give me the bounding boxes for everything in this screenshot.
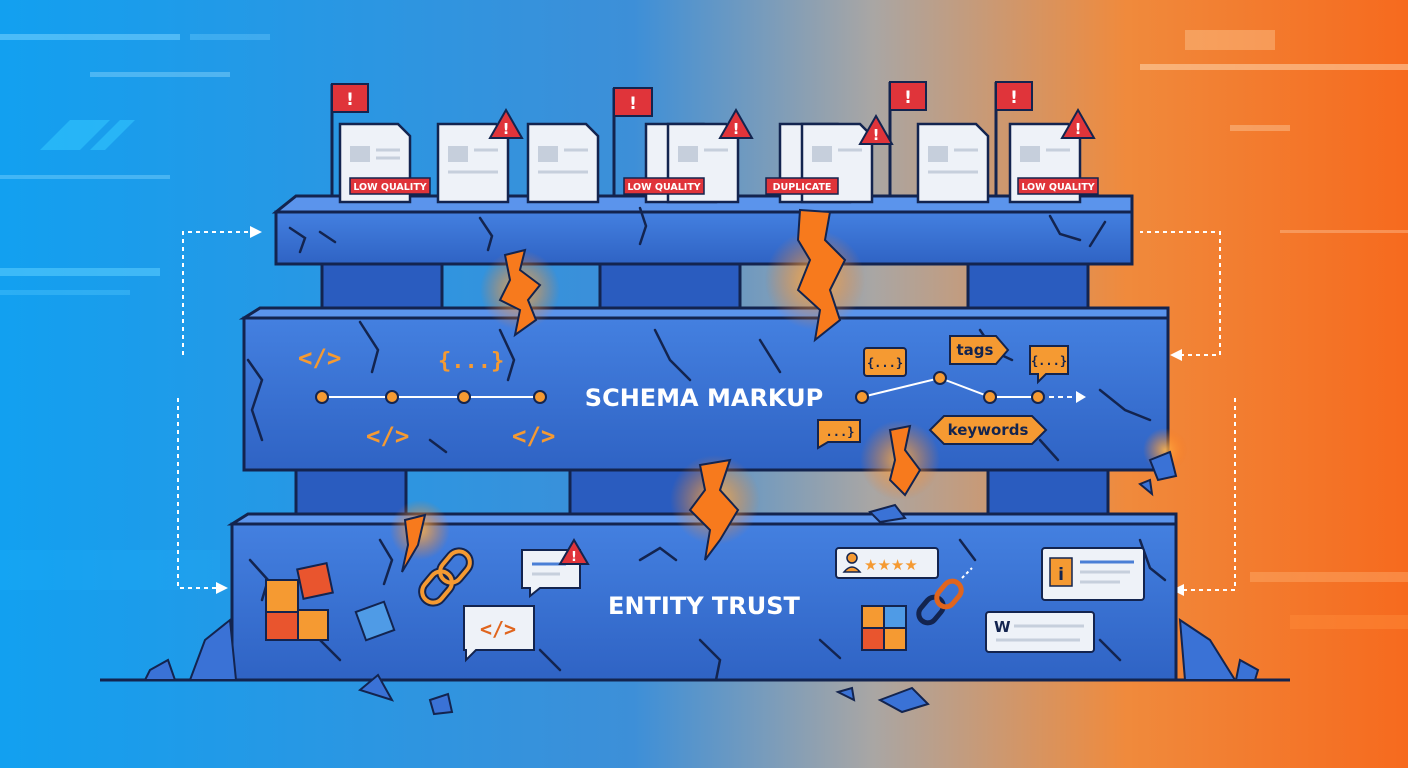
chain-link-icon [420,549,472,605]
feedback-arrows [177,231,1236,591]
low-quality-label: LOW QUALITY [353,182,426,193]
puzzle-icon [265,562,334,641]
svg-text:!: ! [1075,120,1082,138]
user-icon [842,552,862,573]
svg-text:keywords: keywords [948,421,1029,439]
puzzle-icon [861,605,907,651]
debris [143,450,1260,716]
svg-text:{...}: {...} [1031,354,1067,368]
svg-text:!: ! [873,126,880,144]
warning-icon: ! [718,107,754,139]
code-token: </> [298,344,341,372]
document-stack [338,122,1082,204]
svg-text:!: ! [629,94,637,114]
warning-triangles: ! ! ! ! [488,107,1096,145]
puzzle-icon [354,600,396,642]
arrow-heads [216,226,1184,596]
schema-markup-label: SCHEMA MARKUP [585,384,823,412]
json-token: {...} [438,349,504,374]
low-quality-label: LOW QUALITY [627,182,700,193]
warning-flags: ! ! ! ! [330,81,1033,196]
schema-bubbles: {...} tags {...} ...} keywords [817,335,1069,450]
warning-icon: ! [488,107,524,139]
svg-text:!: ! [1010,88,1018,108]
svg-text:!: ! [571,550,577,565]
duplicate-label: DUPLICATE [773,182,832,193]
document-icon [436,122,510,204]
schema-tokens: </> {...} </> </> [298,344,555,450]
svg-text:</>: </> [480,617,516,641]
document-icon [916,122,990,204]
speech-bubble-icon: </> [463,605,535,663]
info-card: i [1041,547,1145,601]
speech-bubble-icon: {...} [1029,345,1069,385]
svg-text:!: ! [503,120,510,138]
fire-fractures [390,208,1187,573]
speech-bubble-icon: {...} [863,347,907,377]
speech-bubble-icon: ! [521,538,590,599]
warning-icon: ! [1060,107,1096,139]
wiki-icon: W [994,618,1011,636]
flag-icon: ! [330,83,369,196]
svg-text:!: ! [733,120,740,138]
flag-icon: ! [994,81,1033,196]
cracks [246,206,1167,682]
star-icon: ★★★★ [864,556,918,574]
keywords-badge: keywords [928,415,1048,445]
svg-text:{...}: {...} [867,356,903,370]
broken-chain-icon [916,567,973,626]
code-token: </> [366,422,409,450]
code-token: </> [512,422,555,450]
tags-badge: tags [949,335,1010,365]
info-icon: i [1058,565,1064,585]
entity-trust-slab [226,512,1178,682]
top-content-slab [271,194,1134,266]
entity-icons: ! </> ★★★★ i [265,538,1145,663]
doc-label-tags: LOW QUALITY LOW QUALITY DUPLICATE LOW QU… [349,177,1099,195]
svg-text:tags: tags [957,341,994,359]
wiki-card: W [985,611,1095,653]
flag-icon: ! [612,87,653,196]
background-decoration [0,30,1408,629]
schema-node-chain [315,371,1086,404]
low-quality-label: LOW QUALITY [1021,182,1094,193]
rating-card: ★★★★ [835,547,939,579]
svg-text:!: ! [346,90,354,110]
speech-bubble-icon: ...} [817,419,861,450]
entity-trust-label: ENTITY TRUST [608,592,801,620]
svg-text:...}: ...} [826,425,855,439]
warning-icon: ! [858,113,894,145]
document-icon [526,122,600,204]
svg-text:!: ! [904,88,912,108]
